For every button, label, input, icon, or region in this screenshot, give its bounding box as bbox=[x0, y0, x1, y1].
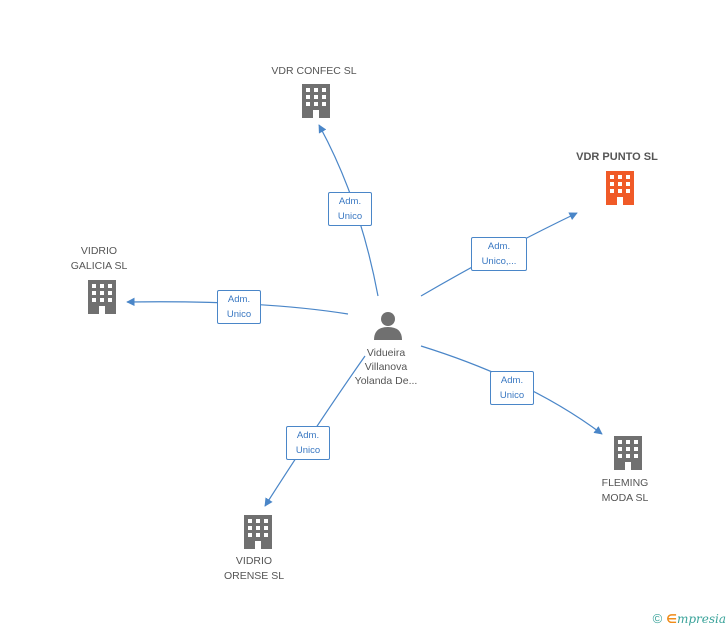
relation-label-fleming-moda[interactable]: Adm. Unico bbox=[490, 371, 534, 405]
company-name-vidrio-orense: VIDRIO ORENSE SL bbox=[223, 555, 285, 582]
company-name-vdr-confec: VDR CONFEC SL bbox=[271, 65, 357, 77]
relation-label-vdr-punto[interactable]: Adm. Unico,... bbox=[471, 237, 527, 271]
brand-initial: ∈ bbox=[666, 611, 677, 626]
person-name: Vidueira Villanova Yolanda De... bbox=[354, 347, 418, 387]
company-name-vdr-punto: VDR PUNTO SL bbox=[576, 151, 658, 163]
brand-logo: ∈mpresia bbox=[666, 612, 726, 626]
relation-label-vdr-confec[interactable]: Adm. Unico bbox=[328, 192, 372, 226]
relation-label-vidrio-galicia[interactable]: Adm. Unico bbox=[217, 290, 261, 324]
building-icon bbox=[244, 515, 272, 549]
company-name-fleming-moda: FLEMING MODA SL bbox=[601, 477, 649, 504]
building-icon bbox=[302, 84, 330, 118]
edge-vidrio-orense bbox=[264, 355, 366, 507]
building-icon bbox=[606, 171, 634, 205]
brand-name: mpresia bbox=[676, 611, 726, 626]
relation-label-vidrio-orense[interactable]: Adm. Unico bbox=[286, 426, 330, 460]
company-name-vidrio-galicia: VIDRIO GALICIA SL bbox=[70, 245, 128, 272]
copyright-symbol: © bbox=[652, 611, 663, 626]
footer-branding: © ∈mpresia bbox=[653, 611, 726, 626]
person-icon bbox=[374, 312, 402, 340]
building-icon bbox=[88, 280, 116, 314]
building-icon bbox=[614, 436, 642, 470]
